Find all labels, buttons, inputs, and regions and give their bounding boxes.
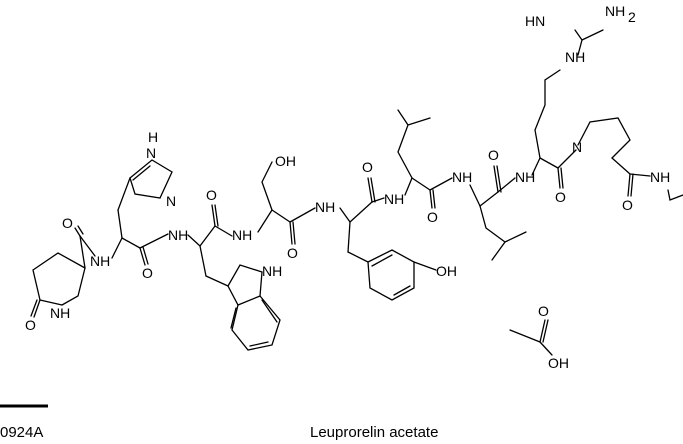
label-o-pyro-ring: O	[25, 317, 36, 333]
label-o-pyro-carbonyl: O	[62, 215, 73, 231]
label-o-pro: O	[622, 197, 633, 213]
label-nh-indole: NH	[262, 263, 282, 279]
label-nh-ser: NH	[232, 227, 252, 243]
label-nh2-subscript: 2	[628, 9, 636, 25]
compound-code: 0924A	[0, 424, 43, 441]
atom-labels: HN NH 2 NH H N N OH O NH O NH O NH O NH …	[25, 3, 670, 371]
label-o-dleu: O	[427, 209, 438, 225]
label-nh-leu: NH	[452, 169, 472, 185]
label-nh-trp: NH	[168, 227, 188, 243]
label-o-his: O	[142, 265, 153, 281]
label-tyr-oh: OH	[436, 263, 457, 279]
label-arg-side-nh: NH	[565, 49, 585, 65]
label-nh-pyro-ring: NH	[50, 305, 70, 321]
label-o-leu: O	[488, 147, 499, 163]
label-acetate-o: O	[538, 303, 549, 319]
label-hn-imine: HN	[525, 13, 545, 29]
bonds	[30, 29, 683, 356]
label-o-ser: O	[287, 245, 298, 261]
label-nh-dleu: NH	[384, 191, 404, 207]
compound-name: Leuprorelin acetate	[310, 424, 438, 441]
label-his-ring-n: N	[166, 193, 176, 209]
label-o-arg: O	[555, 189, 566, 205]
label-nh-tyr: NH	[315, 199, 335, 215]
label-acetate-oh: OH	[548, 355, 569, 371]
label-ser-oh: OH	[275, 153, 296, 169]
label-nh2: NH	[605, 3, 625, 19]
label-nh-his: NH	[90, 253, 110, 269]
label-his-ring-h: H	[148, 129, 158, 145]
label-his-ring-n-top: N	[146, 145, 156, 161]
label-nh-arg: NH	[515, 169, 535, 185]
label-nh-ethylamide: NH	[650, 169, 670, 185]
label-o-trp: O	[206, 187, 217, 203]
label-n-pro: N	[572, 139, 582, 155]
label-o-tyr: O	[362, 159, 373, 175]
